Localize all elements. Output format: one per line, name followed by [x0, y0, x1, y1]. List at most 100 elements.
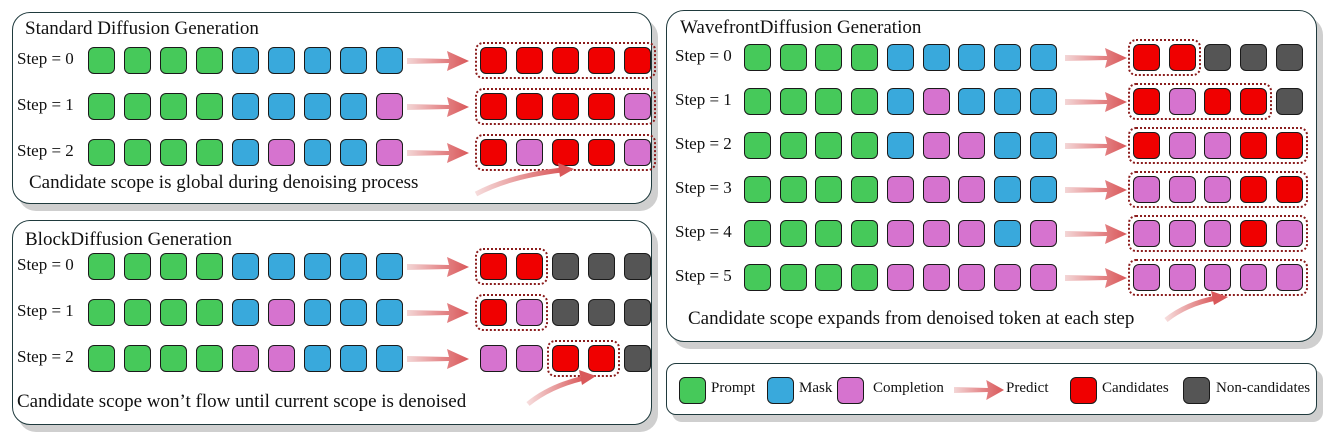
predict-arrow-icon [407, 97, 469, 117]
completion-token [886, 264, 914, 291]
mask-token [922, 44, 950, 71]
prompt-token [160, 253, 187, 280]
completion-token [886, 176, 914, 203]
candidate-token [1133, 132, 1160, 159]
step-row: Step = 5 [675, 259, 1308, 296]
prompt-token [160, 139, 187, 166]
standard-curve-arrow-icon [474, 163, 574, 197]
completion-token [1133, 220, 1160, 247]
prompt-token [88, 253, 115, 280]
prompt-token [779, 220, 807, 247]
predict-arrow-icon [407, 143, 469, 163]
step-label: Step = 0 [17, 255, 74, 274]
completion-token [958, 264, 986, 291]
completion-token [958, 176, 986, 203]
panel-caption: Candidate scope won’t flow until current… [17, 391, 467, 412]
prompt-token [196, 47, 223, 74]
candidate-token [480, 93, 507, 120]
completion-token [268, 345, 295, 372]
completion-token [1029, 264, 1057, 291]
candidate-token [516, 93, 543, 120]
step-label: Step = 1 [675, 90, 732, 109]
step-row: Step = 2 [17, 134, 656, 171]
mask-token [232, 253, 259, 280]
predict-arrow-icon [1065, 48, 1127, 68]
prompt-token [124, 345, 151, 372]
candidate-scope-box [475, 248, 548, 285]
candidate-token [1133, 88, 1160, 115]
mask-token [993, 176, 1021, 203]
completion-token [922, 220, 950, 247]
completion-token [268, 299, 295, 326]
prompt-token-swatch [679, 377, 706, 404]
step-row: Step = 0 [17, 248, 651, 285]
completion-token [1240, 264, 1268, 291]
prompt-token [160, 93, 187, 120]
predict-arrow-icon [407, 51, 469, 71]
completion-token [1168, 264, 1196, 291]
candidate-token [588, 345, 615, 372]
completion-token [1168, 220, 1196, 247]
mask-token [376, 253, 403, 280]
prompt-token [160, 47, 187, 74]
wavefront-curve-arrow-icon [1164, 291, 1228, 322]
candidate-token [1204, 88, 1232, 115]
completion-token [1168, 88, 1196, 115]
mask-token [1029, 132, 1057, 159]
completion-token [232, 345, 259, 372]
completion-token [1029, 220, 1057, 247]
completion-token [376, 139, 403, 166]
predict-arrow-icon [1065, 180, 1127, 200]
prompt-token [744, 44, 771, 71]
candidate-token [1240, 220, 1268, 247]
prompt-token [744, 264, 771, 291]
mask-token [993, 220, 1021, 247]
candidate-token [480, 47, 507, 74]
legend-label: Candidates [1102, 380, 1169, 396]
candidate-token [1168, 44, 1196, 71]
completion-token [958, 132, 986, 159]
mask-token [340, 345, 367, 372]
candidate-token [516, 47, 543, 74]
mask-token [232, 93, 259, 120]
candidate-token [480, 253, 507, 280]
prompt-token [88, 139, 115, 166]
completion-token [886, 220, 914, 247]
prompt-token [744, 176, 771, 203]
completion-token-swatch [837, 377, 864, 404]
legend-label: Completion [873, 380, 944, 396]
predict-arrow-icon [1065, 224, 1127, 244]
prompt-token [851, 88, 879, 115]
completion-token [1204, 264, 1232, 291]
step-row: Step = 0 [675, 39, 1303, 76]
mask-token-swatch [767, 377, 794, 404]
candidate-scope-box [475, 42, 656, 79]
predict-arrow-icon [407, 257, 469, 277]
candidate-token [552, 345, 579, 372]
mask-token [268, 253, 295, 280]
mask-token [268, 93, 295, 120]
mask-token [376, 345, 403, 372]
prompt-token [815, 176, 843, 203]
step-row: Step = 1 [17, 294, 651, 331]
mask-token [1029, 44, 1057, 71]
noncandidate-token [624, 253, 651, 280]
completion-token [1275, 220, 1303, 247]
step-label: Step = 1 [17, 95, 74, 114]
mask-token [304, 253, 331, 280]
mask-token [340, 139, 367, 166]
mask-token [993, 88, 1021, 115]
completion-token [993, 264, 1021, 291]
candidate-scope-box [1128, 215, 1308, 252]
mask-token [1029, 88, 1057, 115]
step-row: Step = 1 [17, 88, 656, 125]
prompt-token [160, 345, 187, 372]
noncandidate-token [588, 299, 615, 326]
completion-token [922, 264, 950, 291]
prompt-token [779, 264, 807, 291]
candidate-token [624, 47, 651, 74]
prompt-token [196, 93, 223, 120]
completion-token [516, 139, 543, 166]
step-label: Step = 1 [17, 301, 74, 320]
completion-token [1204, 132, 1232, 159]
